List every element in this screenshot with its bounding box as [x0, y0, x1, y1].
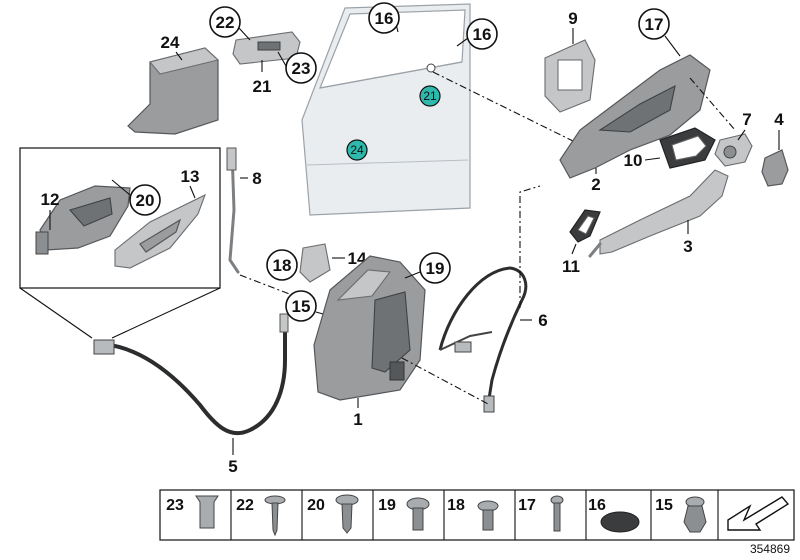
part-17-handle-carrier: 17 2	[559, 8, 736, 194]
part-5-cable: 5	[93, 313, 289, 476]
diagram-number: 354869	[750, 542, 790, 556]
svg-text:15: 15	[292, 297, 311, 316]
svg-text:20: 20	[136, 191, 155, 210]
legend-item-23: 23	[166, 495, 219, 529]
screw-washer-icon	[335, 494, 359, 534]
screw-thin-icon	[550, 495, 564, 532]
svg-text:7: 7	[742, 110, 751, 129]
door-hole-marker	[426, 63, 436, 73]
svg-text:17: 17	[645, 15, 664, 34]
svg-text:3: 3	[683, 237, 692, 256]
assembly-dash-lines	[401, 71, 576, 406]
door-callout-16b: 16	[456, 18, 498, 50]
svg-text:18: 18	[447, 497, 465, 514]
screw-flange-icon	[477, 500, 499, 531]
part-24-cover: 24	[127, 33, 220, 135]
svg-text:15: 15	[655, 497, 673, 514]
part-8-rod: 8	[226, 147, 262, 274]
fastener-legend: 23 22 20 19 18	[159, 489, 795, 541]
part-3-outer-handle: 3	[588, 169, 729, 258]
svg-text:16: 16	[588, 497, 606, 514]
svg-text:16: 16	[473, 25, 492, 44]
svg-text:18: 18	[273, 256, 292, 275]
svg-text:8: 8	[252, 169, 261, 188]
legend-item-18: 18	[447, 497, 499, 531]
svg-text:12: 12	[41, 190, 60, 209]
svg-text:16: 16	[375, 9, 394, 28]
svg-text:10: 10	[624, 151, 643, 170]
legend-item-19: 19	[378, 497, 430, 531]
part-20-screw: 20	[111, 179, 161, 216]
part-21-bracket: 22 21 23	[209, 6, 317, 96]
legend-item-20: 20	[307, 494, 359, 534]
part-15-callout: 15	[239, 274, 331, 322]
part-14-striker: 18 14	[266, 243, 367, 283]
part-7-lock-cylinder: 7	[714, 110, 753, 167]
teal-marker-21: 21	[419, 85, 441, 107]
arrow-down-left-icon	[727, 496, 790, 531]
svg-text:20: 20	[307, 497, 325, 514]
legend-item-16: 16	[588, 497, 640, 533]
door-panel	[301, 3, 471, 216]
part-4-cap: 4	[761, 110, 789, 187]
svg-text:9: 9	[568, 9, 577, 28]
svg-text:2: 2	[591, 175, 600, 194]
part-9-gasket: 9	[544, 9, 596, 113]
teal-marker-24: 24	[346, 139, 368, 161]
svg-text:19: 19	[426, 259, 445, 278]
legend-item-15: 15	[655, 496, 707, 533]
screw-long-icon	[264, 495, 286, 537]
svg-text:6: 6	[538, 311, 547, 330]
part-10-seal: 10	[624, 127, 716, 170]
svg-text:13: 13	[181, 167, 200, 186]
legend-item-22: 22	[236, 495, 286, 537]
svg-text:19: 19	[378, 497, 396, 514]
door-callout-16a: 16	[368, 2, 400, 34]
part-12-inner-handle-housing: 12	[35, 185, 131, 255]
svg-text:11: 11	[562, 257, 580, 276]
part-1-door-lock: 19 1	[313, 252, 451, 429]
svg-text:22: 22	[236, 497, 254, 514]
expanding-rivet-icon	[683, 496, 707, 533]
svg-text:21: 21	[423, 89, 437, 103]
plastic-nut-icon	[195, 495, 219, 529]
svg-text:22: 22	[216, 13, 235, 32]
svg-text:24: 24	[350, 143, 364, 157]
part-6-bowden-cable: 6	[438, 266, 548, 413]
legend-item-17: 17	[518, 495, 564, 532]
svg-text:21: 21	[253, 77, 272, 96]
part-13-inner-handle: 13	[114, 167, 206, 269]
svg-text:17: 17	[518, 497, 536, 514]
svg-text:23: 23	[166, 497, 184, 514]
svg-text:1: 1	[353, 410, 362, 429]
svg-text:23: 23	[292, 59, 311, 78]
part-11-cover: 11	[562, 209, 601, 276]
screw-torx-icon	[406, 497, 430, 531]
svg-text:24: 24	[161, 33, 180, 52]
rubber-cap-icon	[600, 511, 640, 533]
svg-text:5: 5	[228, 457, 237, 476]
svg-text:4: 4	[774, 110, 784, 129]
